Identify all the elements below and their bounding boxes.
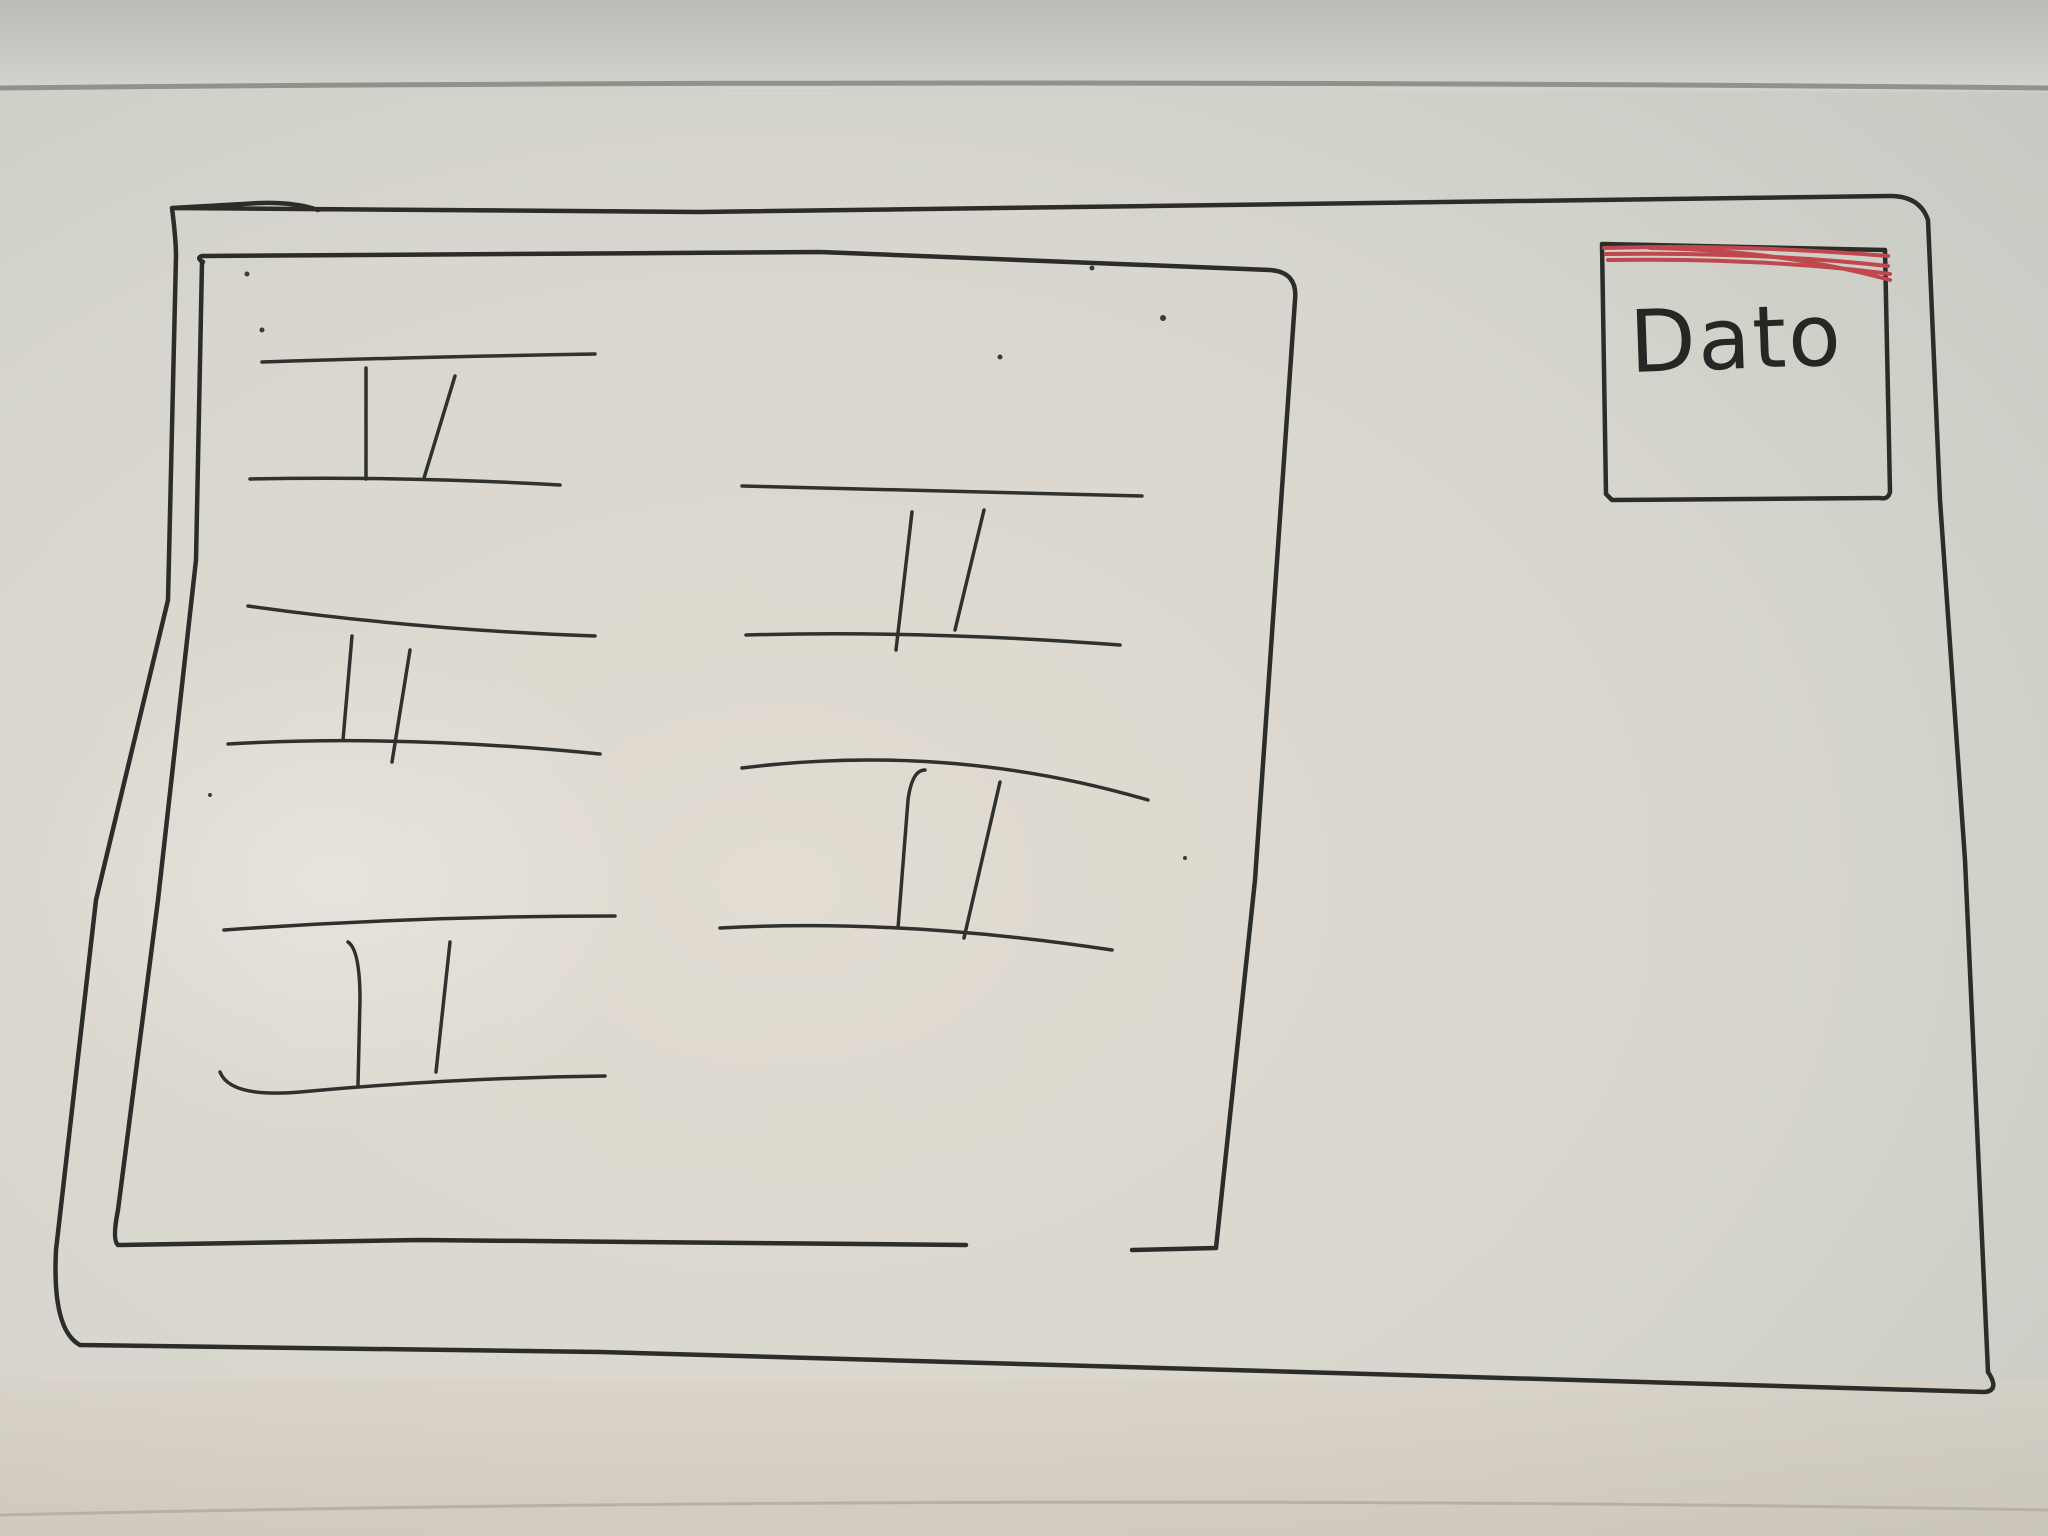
- marker-dots: [208, 265, 1187, 860]
- content-panel-frame: [112, 249, 1298, 1253]
- list-item: [248, 352, 597, 487]
- list-item: [740, 484, 1144, 652]
- list-item: [226, 604, 602, 764]
- board-lower-tint: [0, 1380, 2048, 1536]
- outer-page-frame: [53, 193, 1996, 1395]
- top-frame: [0, 0, 2048, 90]
- light-glare: [0, 620, 660, 1140]
- board-top-edge: [0, 80, 2048, 91]
- date-label: Dato: [1627, 285, 1845, 393]
- list-item: [718, 758, 1150, 952]
- date-widget: [1599, 241, 1893, 503]
- board-bottom-edge: [0, 1500, 2048, 1517]
- list-item: [218, 914, 617, 1095]
